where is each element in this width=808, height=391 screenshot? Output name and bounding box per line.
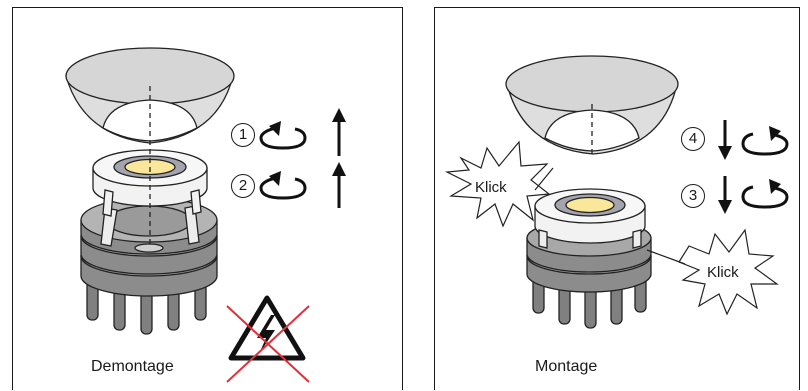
reflector-cone: [505, 55, 679, 155]
klick-label-right: Klick: [707, 264, 739, 281]
step-number-1: 1: [231, 123, 255, 147]
rotate-ccw-arrow-1: [259, 121, 307, 150]
no-high-voltage-warning-icon: [226, 295, 310, 383]
lamp-module: [534, 188, 646, 249]
reflector-cone: [65, 47, 235, 144]
arrow-up-1: [332, 108, 346, 156]
lamp-socket: [80, 197, 218, 297]
montage-panel: 4 3 Klick Klick Montage: [434, 7, 800, 390]
step-number-3: 3: [681, 184, 705, 208]
demontage-caption: Demontage: [91, 358, 174, 375]
rotate-cw-arrow-3: [741, 179, 789, 209]
step-number-4: 4: [681, 127, 705, 151]
demontage-illustration: [65, 47, 346, 383]
klick-label-left: Klick: [475, 179, 507, 196]
lamp-socket: [526, 219, 652, 293]
montage-illustration: [444, 55, 789, 329]
montage-caption: Montage: [535, 358, 598, 375]
rotate-cw-arrow-4: [741, 126, 789, 156]
demontage-panel: 1 2 Demontage: [12, 7, 403, 390]
rotate-ccw-arrow-2: [259, 171, 307, 200]
step-number-2: 2: [231, 174, 255, 198]
arrow-down-4: [718, 120, 732, 160]
arrow-up-2: [332, 162, 346, 208]
klick-burst-left: [444, 140, 554, 228]
arrow-down-3: [718, 176, 732, 214]
klick-burst-right: [646, 228, 779, 316]
